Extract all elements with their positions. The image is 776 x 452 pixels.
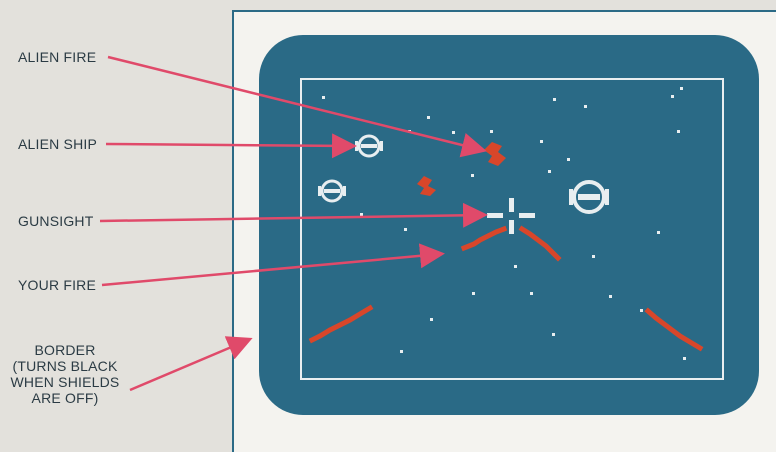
your-fire-beam	[312, 308, 370, 340]
star	[552, 333, 555, 336]
your-fire-beam	[522, 229, 558, 258]
your-fire-beam	[648, 311, 700, 348]
star	[472, 292, 475, 295]
star	[452, 131, 455, 134]
star	[514, 265, 517, 268]
star-field	[322, 87, 686, 360]
arrow-gunsight	[100, 215, 483, 221]
star	[540, 140, 543, 143]
pointer-arrows	[100, 57, 483, 390]
your-fire-beam	[464, 229, 504, 248]
star	[609, 295, 612, 298]
alien-ship-icon	[318, 181, 346, 201]
alien-ship-icon	[355, 136, 383, 156]
star	[322, 96, 325, 99]
your-fire	[312, 229, 700, 348]
star	[548, 170, 551, 173]
alien-fire-icon	[417, 142, 506, 196]
star	[490, 130, 493, 133]
star	[592, 255, 595, 258]
arrow-border	[130, 340, 248, 390]
star	[360, 213, 363, 216]
star	[671, 95, 674, 98]
star	[680, 87, 683, 90]
alien-ship-icon	[569, 182, 609, 212]
star	[471, 174, 474, 177]
star	[553, 98, 556, 101]
star	[400, 350, 403, 353]
arrow-your-fire	[102, 254, 440, 285]
star	[404, 228, 407, 231]
diagram-overlay	[0, 0, 776, 430]
star	[430, 318, 433, 321]
star	[640, 309, 643, 312]
star	[683, 357, 686, 360]
arrow-alien-fire	[108, 57, 482, 150]
arrow-alien-ship	[106, 144, 352, 146]
star	[530, 292, 533, 295]
star	[427, 116, 430, 119]
star	[657, 231, 660, 234]
star	[677, 130, 680, 133]
star	[567, 158, 570, 161]
crosshair-icon	[487, 198, 535, 234]
star	[584, 105, 587, 108]
